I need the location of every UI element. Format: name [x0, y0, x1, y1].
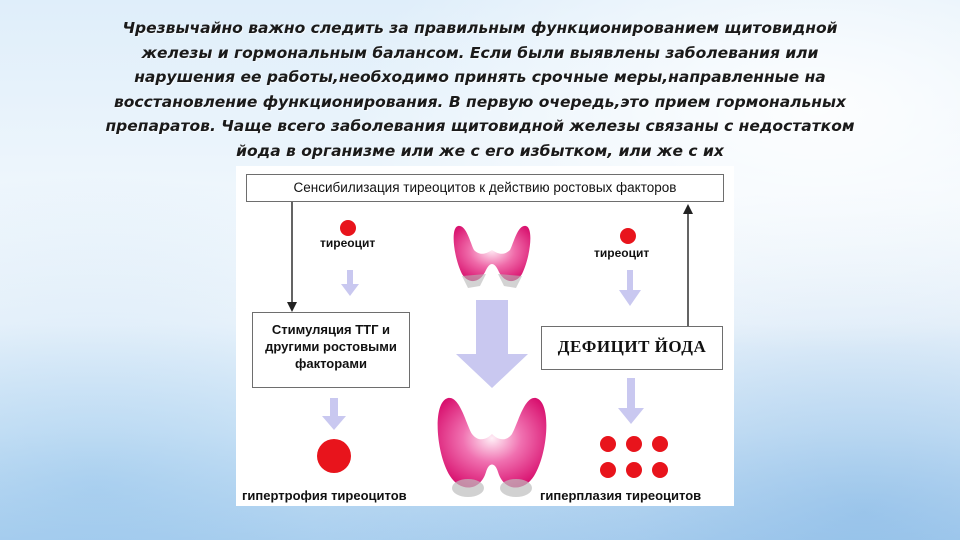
stimulation-box: Стимуляция ТТГ и другими ростовыми факто… — [252, 312, 410, 388]
thyroid-diagram: Сенсибилизация тиреоцитов к действию рос… — [236, 166, 734, 506]
diagram-graphics — [287, 202, 693, 497]
hyperplasia-cells — [600, 436, 668, 478]
iodine-deficit-box: ДЕФИЦИТ ЙОДА — [541, 326, 723, 370]
small-arrow-right-bottom — [618, 378, 644, 424]
tyreocyte-label-right: тиреоцит — [594, 246, 650, 260]
left-connector-arrowhead — [287, 302, 297, 312]
hypertrophy-label: гипертрофия тиреоцитов — [242, 488, 407, 503]
sensitization-box: Сенсибилизация тиреоцитов к действию рос… — [246, 174, 724, 202]
thyroid-gland-large-icon — [437, 397, 547, 497]
tyreocyte-cell-right — [620, 228, 636, 244]
tyreocyte-label-left: тиреоцит — [320, 236, 376, 250]
small-arrow-left-bottom — [322, 398, 346, 430]
right-connector-arrowhead — [683, 204, 693, 214]
tyreocyte-cell-left — [340, 220, 356, 236]
thyroid-gland-small-icon — [453, 225, 531, 288]
small-arrow-right-top — [619, 270, 641, 306]
intro-paragraph: Чрезвычайно важно следить за правильным … — [105, 19, 855, 160]
hypertrophied-cell — [317, 439, 351, 473]
hyperplasia-label: гиперплазия тиреоцитов — [540, 488, 702, 503]
small-arrow-left-top — [341, 270, 359, 296]
big-arrow-middle — [456, 300, 528, 388]
